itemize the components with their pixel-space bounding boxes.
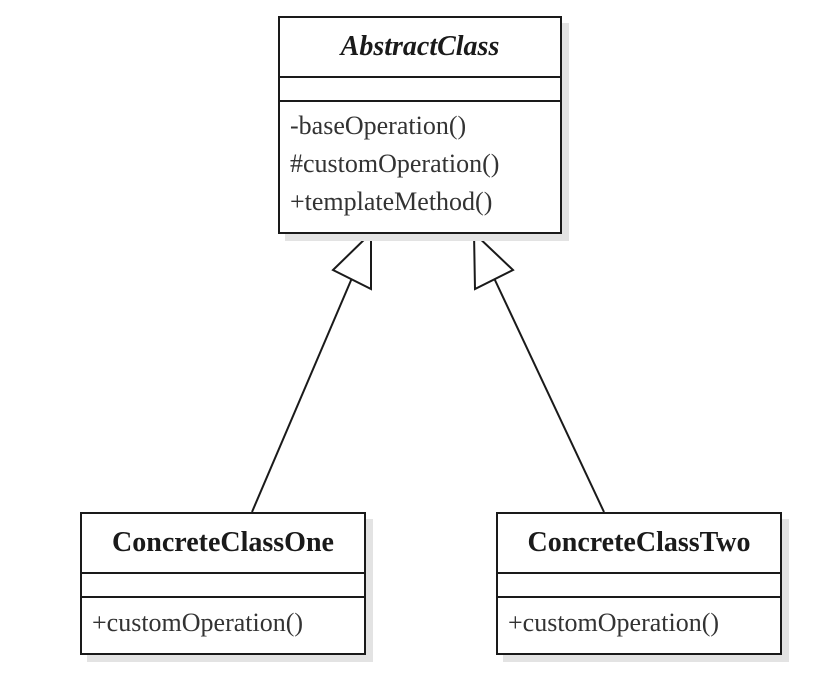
concrete-class-one-name: ConcreteClassOne: [82, 514, 364, 574]
abstract-class-name: AbstractClass: [280, 18, 560, 78]
concrete-class-two-attributes: [498, 574, 780, 598]
operation-custom-operation: +customOperation(): [92, 608, 304, 637]
concrete-class-two-operations: +customOperation(): [498, 598, 780, 642]
abstract-class-box[interactable]: AbstractClass -baseOperation() #customOp…: [278, 16, 562, 234]
concrete-class-two-name: ConcreteClassTwo: [498, 514, 780, 574]
concrete-class-one-box[interactable]: ConcreteClassOne +customOperation(): [80, 512, 366, 655]
inheritance-arrowhead-one: [331, 230, 372, 291]
operation-custom-operation: #customOperation(): [290, 149, 500, 178]
operation-template-method: +templateMethod(): [290, 187, 493, 216]
inheritance-arrowhead-two: [472, 230, 515, 291]
abstract-class-attributes: [280, 78, 560, 102]
concrete-class-two-box[interactable]: ConcreteClassTwo +customOperation(): [496, 512, 782, 655]
inheritance-line-two: [493, 277, 605, 513]
concrete-class-one-attributes: [82, 574, 364, 598]
concrete-class-one-operations: +customOperation(): [82, 598, 364, 642]
operation-base-operation: -baseOperation(): [290, 111, 467, 140]
operation-custom-operation: +customOperation(): [508, 608, 720, 637]
abstract-class-operations: -baseOperation() #customOperation() +tem…: [280, 102, 560, 221]
inheritance-line-one: [251, 277, 353, 513]
